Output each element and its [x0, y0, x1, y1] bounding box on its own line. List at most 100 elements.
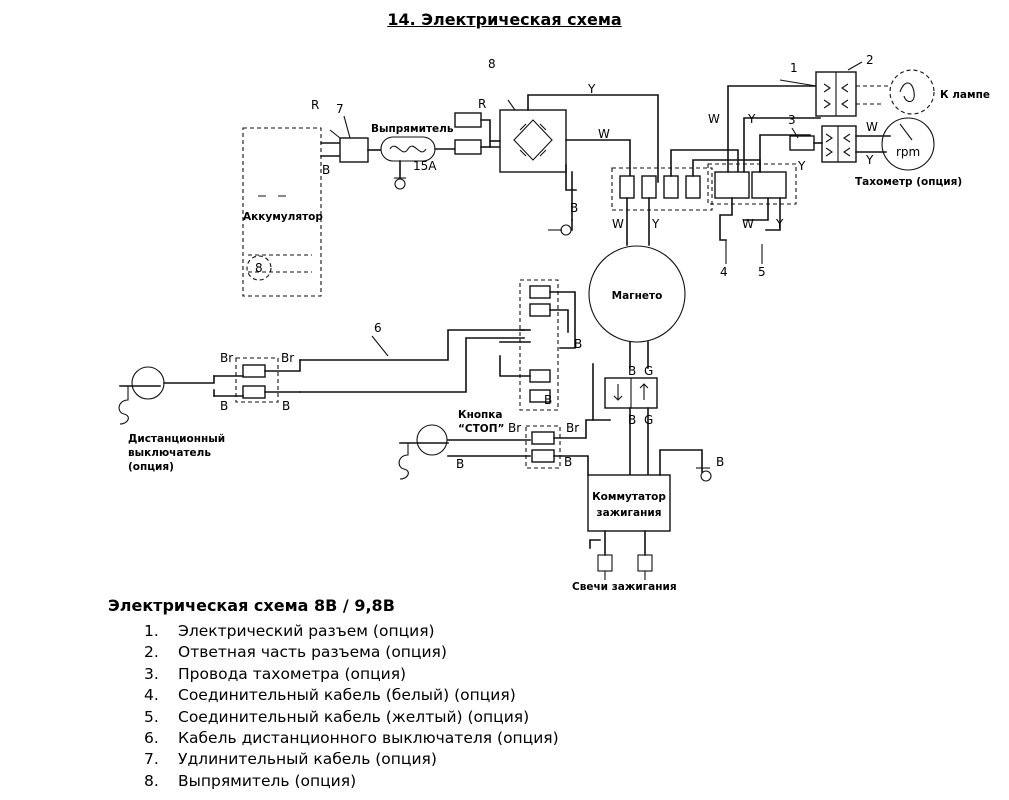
wire-label-br-4: Br: [566, 421, 579, 435]
wire-label-y-4: Y: [775, 217, 784, 231]
wire-label-y-3: Y: [747, 112, 756, 126]
legend-item: 3. Провода тахометра (опция): [108, 664, 708, 685]
ignition-label-line-1: Коммутатор: [592, 491, 666, 503]
battery-leads: [320, 142, 341, 157]
wire-label-br-1: Br: [220, 351, 233, 365]
callout-6: 6: [374, 321, 382, 335]
spark-plugs-label: Свечи зажигания: [572, 581, 677, 593]
fuse: [380, 136, 456, 190]
legend-text: Выпрямитель (опция): [178, 771, 357, 790]
callout-1: 1: [790, 61, 798, 75]
legend-item: 8. Выпрямитель (опция): [108, 771, 708, 792]
wire-label-y-2: Y: [651, 217, 660, 231]
remote-switch-cable: [299, 329, 525, 393]
rectifier-bridge: [489, 94, 659, 236]
legend-item: 6. Кабель дистанционного выключателя (опц…: [108, 728, 708, 749]
lamp-label: К лампе: [940, 89, 990, 101]
remote-switch-label-line-2: выключатель: [128, 447, 211, 459]
wire-label-b: B: [322, 163, 330, 177]
legend-item: 7. Удлинительный кабель (опция): [108, 749, 708, 770]
remote-switch-label-line-1: Дистанционный: [128, 433, 225, 445]
page-title: 14. Электрическая схема: [387, 10, 622, 29]
callout-8: 8: [488, 57, 496, 71]
wire-label-b-10: B: [456, 457, 464, 471]
ignition-label-line-2: зажигания: [597, 507, 662, 519]
rectifier-label: Выпрямитель: [371, 123, 454, 135]
wire-label-r-2: R: [478, 97, 486, 111]
legend-number: 8.: [144, 771, 159, 790]
callout-3: 3: [788, 113, 796, 127]
wire-label-y-6: Y: [797, 159, 806, 173]
fuse-rating: 15A: [413, 159, 437, 173]
wire-label-br-2: Br: [281, 351, 294, 365]
tachometer-label: Тахометр (опция): [855, 176, 962, 188]
tachometer: [881, 117, 935, 171]
tachometer-rpm: rpm: [896, 145, 920, 159]
stop-connector-column: [499, 279, 576, 411]
legend-text: Кабель дистанционного выключателя (опция…: [178, 729, 559, 748]
wire-label-b-5: B: [716, 455, 724, 469]
magneto-connector-block: [611, 149, 761, 246]
legend-item: 2. Ответная часть разъема (опция): [108, 642, 708, 663]
magneto-label: Магнето: [612, 290, 663, 302]
legend-text: Электрический разъем (опция): [178, 622, 435, 640]
wire-label-b-7: B: [282, 399, 290, 413]
ignition-unit: [587, 449, 712, 580]
legend-text: Удлинительный кабель (опция): [178, 750, 437, 769]
callout-2: 2: [866, 53, 874, 67]
remote-switch-label-line-3: (опция): [128, 461, 174, 473]
battery: 8: [242, 127, 322, 297]
callout-7: 7: [336, 102, 344, 116]
tachometer-wires: [789, 125, 891, 163]
extension-cable: [329, 115, 381, 163]
wire-label-b-3: B: [628, 364, 636, 378]
wire-label-w-2: W: [612, 217, 624, 231]
wire-label-w-1: W: [598, 127, 610, 141]
legend-item: 5. Соединительный кабель (желтый) (опция): [108, 707, 708, 728]
legend-number: 7.: [144, 750, 159, 769]
wire-label-g-2: G: [644, 413, 653, 427]
legend-list: 1. Электрический разъем (опция) 2. Ответна…: [108, 621, 708, 792]
lamp: [889, 69, 935, 115]
wire-label-b-8: B: [574, 337, 582, 351]
wire-label-b-11: B: [564, 455, 572, 469]
wire-label-g-1: G: [644, 364, 653, 378]
legend-number: 4.: [144, 686, 159, 705]
magneto-bg-connector: [592, 363, 658, 476]
wiring-diagram: 8 Аккумулятор R B 7 15A Выпрямитель R: [118, 53, 990, 593]
legend-number: 5.: [144, 707, 159, 726]
wire-label-y-5: Y: [865, 153, 874, 167]
battery-label: Аккумулятор: [243, 211, 323, 223]
wire-label-r: R: [311, 98, 319, 112]
wire-label-b-6: B: [220, 399, 228, 413]
legend-number: 3.: [144, 664, 159, 683]
wire-label-b-9: B: [544, 393, 552, 407]
wire-label-w-5: W: [866, 120, 878, 134]
connecting-cables: [707, 85, 821, 264]
battery-inner-numeral: 8: [255, 261, 263, 275]
legend-text: Провода тахометра (опция): [178, 664, 407, 683]
legend-text: Ответная часть разъема (опция): [178, 643, 447, 662]
remote-switch: [118, 357, 301, 425]
stop-button: [398, 419, 594, 480]
wire-label-b-2: B: [570, 201, 578, 215]
legend-item: 4. Соединительный кабель (белый) (опция): [108, 685, 708, 706]
legend: Электрическая схема 8В / 9,8В 1.Электрич…: [108, 596, 708, 792]
callout-5: 5: [758, 265, 766, 279]
stop-button-label-line-1: Кнопка: [458, 409, 503, 421]
legend-text: Соединительный кабель (желтый) (опция): [178, 707, 530, 726]
legend-number: 6.: [144, 729, 159, 748]
wire-label-w-4: W: [742, 217, 754, 231]
wire-label-y-1: Y: [587, 82, 596, 96]
electrical-connector: [779, 61, 890, 117]
legend-text: Соединительный кабель (белый) (опция): [178, 686, 516, 705]
wire-label-w-3: W: [708, 112, 720, 126]
legend-number: 1.: [144, 622, 159, 640]
legend-number: 2.: [144, 643, 159, 662]
magneto: [588, 245, 686, 369]
wire-label-br-3: Br: [508, 421, 521, 435]
callout-4: 4: [720, 265, 728, 279]
stop-button-label-line-2: “СТОП”: [458, 423, 504, 435]
rectifier-connectors: [454, 112, 501, 155]
wire-label-b-4: B: [628, 413, 636, 427]
